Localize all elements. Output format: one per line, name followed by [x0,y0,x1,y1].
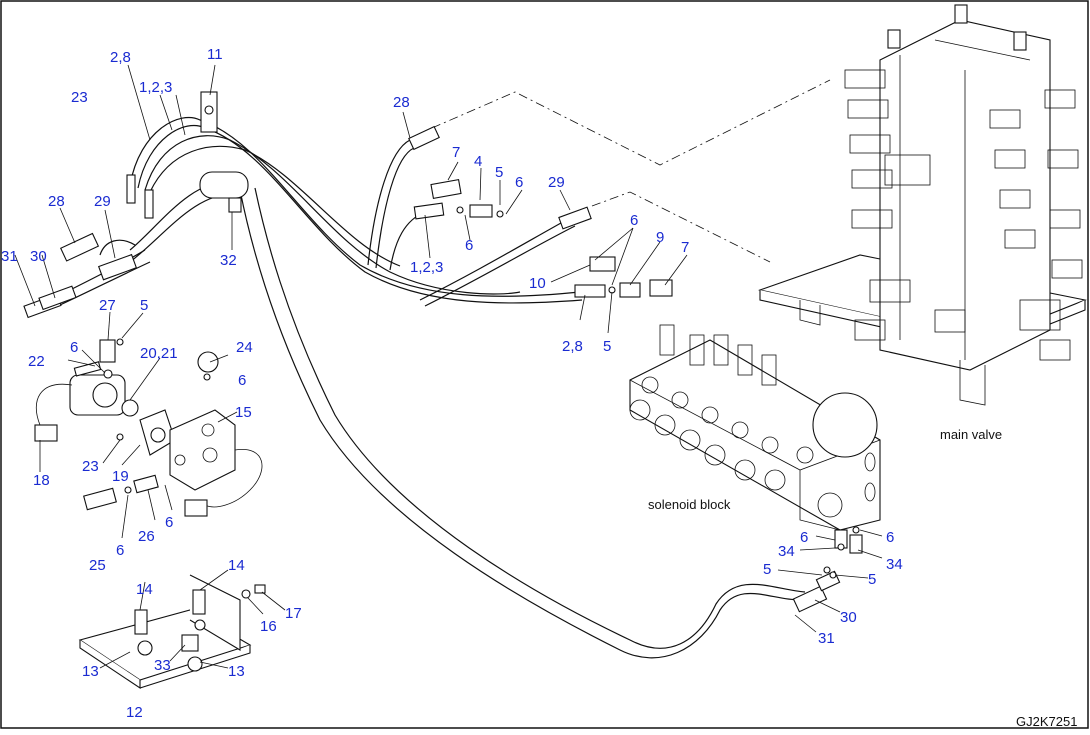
callout-label: 20,21 [140,345,178,362]
callout-label: 7 [452,144,460,161]
callout-label: 6 [800,529,808,546]
callout-label: 5 [763,561,771,578]
callout-label: 33 [154,657,171,674]
callout-label: 4 [474,153,482,170]
main-valve-drawing [757,4,1087,406]
callout-label: 1,2,3 [410,259,443,276]
callout-label: 6 [465,237,473,254]
drawing-code: GJ2K7251 [1016,714,1077,729]
callout-label: 19 [112,468,129,485]
callout-label: 32 [220,252,237,269]
callout-label: 2,8 [562,338,583,355]
reference-lines [431,79,831,263]
callout-label: 31 [818,630,835,647]
callout-label: 10 [529,275,546,292]
callout-label: 13 [228,663,245,680]
callout-label: 2,8 [110,49,131,66]
callout-label: 5 [140,297,148,314]
callout-label: 28 [48,193,65,210]
callout-label: 31 [1,248,18,265]
callout-label: 17 [285,605,302,622]
callout-label: 14 [228,557,245,574]
solenoid-block-label: solenoid block [648,497,731,512]
callout-label: 30 [840,609,857,626]
callout-label: 12 [126,704,143,721]
callout-label: 1,2,3 [139,79,172,96]
callout-label: 34 [886,556,903,573]
callout-label: 6 [238,372,246,389]
callout-label: 15 [235,404,252,421]
lower-right-fittings [792,526,863,613]
callout-label: 29 [548,174,565,191]
callout-label: 7 [681,239,689,256]
callout-label: 28 [393,94,410,111]
callout-label: 22 [28,353,45,370]
callout-label: 9 [656,229,664,246]
callout-label: 6 [886,529,894,546]
callout-label: 13 [82,663,99,680]
left-parts [23,91,673,690]
callout-numbers: 2,8 11 1,2,3 23 28 7 4 5 6 29 28 29 32 6… [1,46,903,721]
callout-label: 18 [33,472,50,489]
callout-label: 24 [236,339,253,356]
callout-label: 34 [778,543,795,560]
callout-label: 6 [116,542,124,559]
callout-label: 11 [207,46,223,63]
callout-label: 27 [99,297,116,314]
callout-label: 23 [82,458,99,475]
main-valve-label: main valve [940,427,1002,442]
hoses [59,116,806,659]
callout-label: 5 [868,571,876,588]
leader-lines [14,64,883,669]
callout-label: 6 [515,174,523,191]
callout-label: 6 [165,514,173,531]
callout-label: 5 [495,164,503,181]
callout-label: 16 [260,618,277,635]
callout-label: 6 [70,339,78,356]
callout-label: 25 [89,557,106,574]
callout-label: 30 [30,248,47,265]
callout-label: 14 [136,581,153,598]
callout-label: 6 [630,212,638,229]
callout-label: 23 [71,89,88,106]
solenoid-block-drawing [629,324,881,531]
callout-label: 26 [138,528,155,545]
callout-label: 5 [603,338,611,355]
callout-label: 29 [94,193,111,210]
